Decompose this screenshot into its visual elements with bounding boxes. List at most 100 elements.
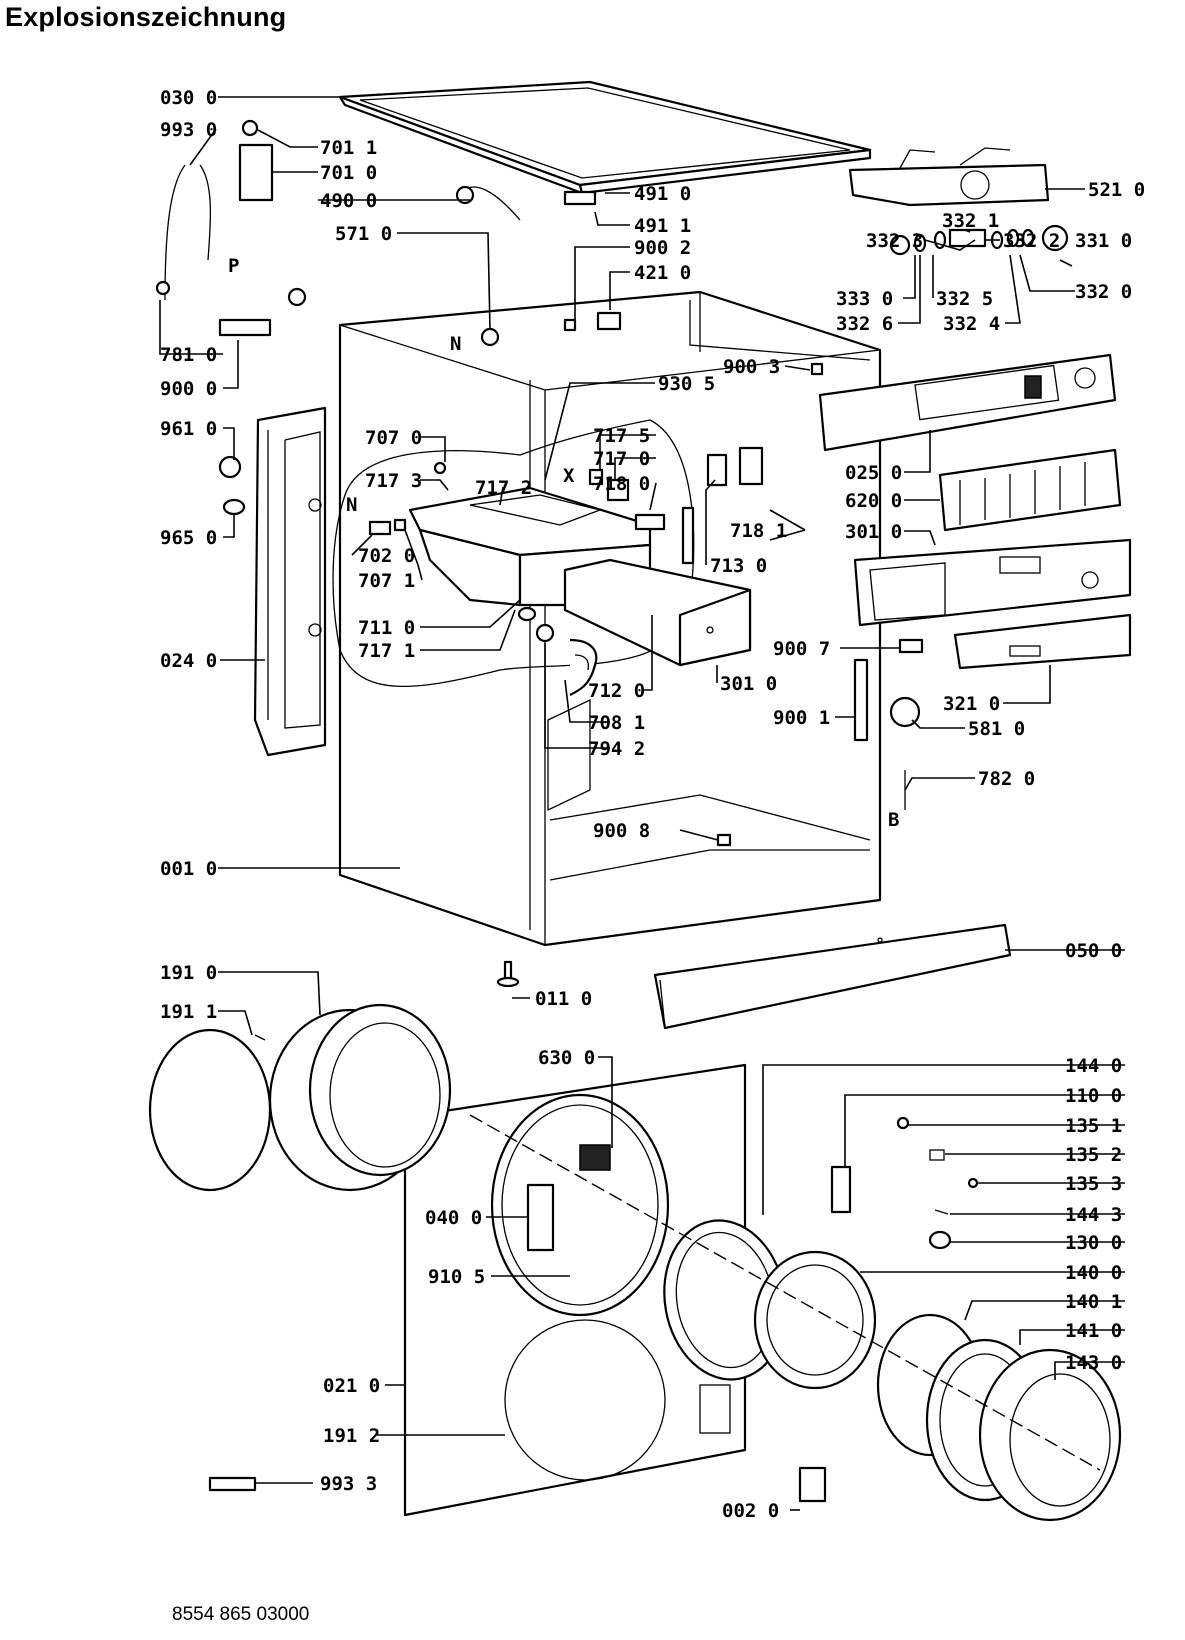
label-143-0: 143 0 [1065,1352,1122,1374]
hose-parts [517,606,598,696]
label-333-0: 333 0 [836,288,893,310]
label-191-1: 191 1 [160,1001,217,1023]
label-900-1: 900 1 [773,707,830,729]
label-001-0: 001 0 [160,858,217,880]
label-490-0: 490 0 [320,190,377,212]
upper-tray-part [848,147,1050,207]
label-708-1: 708 1 [588,712,645,734]
label-141-0: 141 0 [1065,1320,1122,1342]
label-993-0: 993 0 [160,119,217,141]
door-gasket-part [148,1003,452,1192]
label-135-2: 135 2 [1065,1144,1122,1166]
label-713-0: 713 0 [710,555,767,577]
label-140-1: 140 1 [1065,1291,1122,1313]
control-panel-part [818,353,1117,452]
detergent-drawer-part [563,558,752,667]
part-labels: 030 0 993 0 701 1 701 0 490 0 491 0 491 … [160,87,1145,1522]
label-930-5: 930 5 [658,373,715,395]
label-620-0: 620 0 [845,490,902,512]
label-135-3: 135 3 [1065,1173,1122,1195]
door-axis-line [469,1114,1101,1471]
label-plate-part [953,613,1132,670]
label-021-0: 021 0 [323,1375,380,1397]
label-144-3: 144 3 [1065,1204,1122,1226]
label-491-0: 491 0 [634,183,691,205]
label-900-0: 900 0 [160,378,217,400]
label-712-0: 712 0 [588,680,645,702]
label-630-0: 630 0 [538,1047,595,1069]
label-900-7: 900 7 [773,638,830,660]
label-581-0: 581 0 [968,718,1025,740]
label-025-0: 025 0 [845,462,902,484]
label-900-3: 900 3 [723,356,780,378]
page-title: Explosionszeichnung [5,2,287,32]
label-702-0: 702 0 [358,545,415,567]
label-421-0: 421 0 [634,262,691,284]
letter-markers: N N P X B [228,255,899,831]
label-794-2: 794 2 [588,738,645,760]
label-965-0: 965 0 [160,527,217,549]
label-050-0: 050 0 [1065,940,1122,962]
label-321-0: 321 0 [943,693,1000,715]
back-panel-part [253,406,327,757]
label-301-0-lower: 301 0 [720,673,777,695]
label-030-0: 030 0 [160,87,217,109]
door-assembly-parts [663,1219,1122,1522]
label-024-0: 024 0 [160,650,217,672]
marker-n-left: N [346,494,357,516]
label-900-2: 900 2 [634,237,691,259]
label-332-6: 332 6 [836,313,893,335]
label-718-1: 718 1 [730,520,787,542]
marker-n-top: N [450,333,461,355]
label-717-3: 717 3 [365,470,422,492]
label-332-2: 332 2 [1003,230,1060,252]
label-002-0: 002 0 [722,1500,779,1522]
knob-parts [889,224,1069,256]
document-number: 8554 865 03000 [172,1604,310,1625]
label-144-0: 144 0 [1065,1055,1122,1077]
label-717-0: 717 0 [593,448,650,470]
label-130-0: 130 0 [1065,1232,1122,1254]
label-110-0: 110 0 [1065,1085,1122,1107]
label-782-0: 782 0 [978,768,1035,790]
label-301-0-upper: 301 0 [845,521,902,543]
label-135-1: 135 1 [1065,1115,1122,1137]
label-332-1: 332 1 [942,210,999,232]
label-961-0: 961 0 [160,418,217,440]
marker-b: B [888,809,899,831]
fascia-panel-part [853,538,1132,627]
label-140-0: 140 0 [1065,1262,1122,1284]
label-717-1: 717 1 [358,640,415,662]
label-332-4: 332 4 [943,313,1000,335]
label-040-0: 040 0 [425,1207,482,1229]
label-521-0: 521 0 [1088,179,1145,201]
label-191-0: 191 0 [160,962,217,984]
label-781-0: 781 0 [160,344,217,366]
label-011-0: 011 0 [535,988,592,1010]
label-332-3: 332 3 [866,230,923,252]
label-331-0: 331 0 [1075,230,1132,252]
label-571-0: 571 0 [335,223,392,245]
label-332-5: 332 5 [936,288,993,310]
label-993-3: 993 3 [320,1473,377,1495]
label-900-8: 900 8 [593,820,650,842]
electronic-module-part [938,448,1122,532]
label-701-0: 701 0 [320,162,377,184]
label-707-0: 707 0 [365,427,422,449]
label-191-2: 191 2 [323,1425,380,1447]
label-717-2: 717 2 [475,477,532,499]
small-parts [155,119,979,1503]
label-332-0: 332 0 [1075,281,1132,303]
front-panel-part [403,1063,747,1517]
plinth-part [653,923,1012,1030]
top-lid-part [338,80,872,195]
label-910-5: 910 5 [428,1266,485,1288]
marker-p: P [228,255,239,277]
label-717-5: 717 5 [593,425,650,447]
marker-x: X [563,465,575,487]
label-707-1: 707 1 [358,570,415,592]
leader-lines [159,96,1125,1511]
label-701-1: 701 1 [320,137,377,159]
label-491-1: 491 1 [634,215,691,237]
